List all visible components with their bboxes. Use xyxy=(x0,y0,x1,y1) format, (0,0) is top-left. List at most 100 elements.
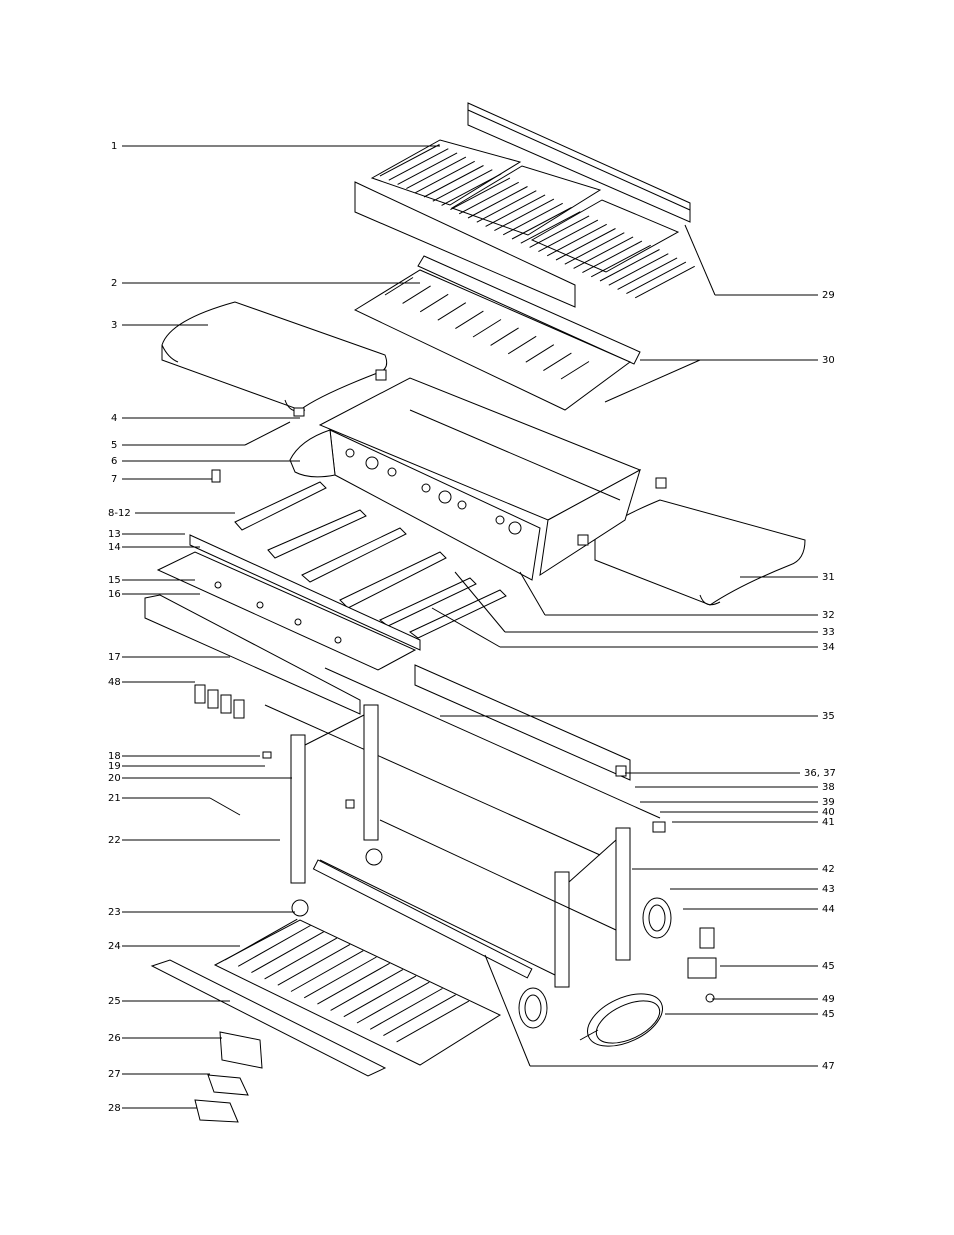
callout-41: 41 xyxy=(822,817,835,828)
hatch-line xyxy=(543,352,572,372)
callout-20: 20 xyxy=(108,773,121,784)
callout-30: 30 xyxy=(822,355,835,366)
hatch-line xyxy=(379,144,440,177)
control-knobs xyxy=(194,684,245,719)
front-trim xyxy=(144,594,361,715)
hatch-line xyxy=(450,177,511,211)
hatch-line xyxy=(264,937,338,980)
frame-legs xyxy=(290,704,631,988)
hatch-line xyxy=(317,962,390,1005)
callout-3: 3 xyxy=(111,320,117,331)
hatch-line xyxy=(529,215,590,248)
hatch-line xyxy=(538,219,599,253)
hatch-line xyxy=(437,302,467,321)
callout-labels-right: 29 30 31 32 33 34 35 36, 37 38 39 40 41 … xyxy=(804,290,836,1072)
hatch-line xyxy=(432,169,493,202)
hatch-line xyxy=(397,152,458,185)
hatch-line xyxy=(485,194,546,227)
hatch-line xyxy=(555,228,616,261)
catch-pans xyxy=(194,1031,263,1123)
bottom-shelf xyxy=(213,918,502,1066)
hatch-line xyxy=(388,148,449,181)
hatch-line xyxy=(423,165,484,198)
callout-25: 25 xyxy=(108,996,121,1007)
hatch-line xyxy=(507,335,537,355)
part-drawings xyxy=(144,102,806,1123)
hatch-line xyxy=(414,160,475,194)
flavorizer-bars xyxy=(353,255,641,411)
manifold xyxy=(189,534,421,651)
callout-44: 44 xyxy=(822,904,835,915)
hatch-line xyxy=(560,361,590,380)
hatch-line xyxy=(441,173,502,206)
hatch-line xyxy=(290,950,364,992)
hatch-line xyxy=(384,277,414,296)
hatch-line xyxy=(369,988,443,1030)
hatch-line xyxy=(494,198,555,232)
callout-47: 47 xyxy=(822,1061,835,1072)
callout-24: 24 xyxy=(108,941,121,952)
grease-tray xyxy=(150,959,387,1077)
callout-48: 48 xyxy=(108,677,121,688)
callout-7: 7 xyxy=(111,474,117,485)
callout-16: 16 xyxy=(108,589,121,600)
control-panel xyxy=(156,551,417,671)
callout-32: 32 xyxy=(822,610,835,621)
hatch-line xyxy=(564,232,625,265)
callout-34: 34 xyxy=(822,642,835,653)
hatch-line xyxy=(511,207,572,240)
hatch-line xyxy=(467,186,528,219)
callout-21: 21 xyxy=(108,793,121,804)
callout-33: 33 xyxy=(822,627,835,638)
hatch-line xyxy=(402,285,431,304)
hatch-line xyxy=(476,190,537,223)
burner-tubes xyxy=(234,481,507,639)
hatch-line xyxy=(224,918,298,961)
hatch-line xyxy=(617,257,678,290)
callout-38: 38 xyxy=(822,782,835,793)
warming-rack-plate xyxy=(467,102,691,223)
hatch-line xyxy=(383,994,456,1037)
callout-15: 15 xyxy=(108,575,121,586)
callout-35: 35 xyxy=(822,711,835,722)
hatch-line xyxy=(472,319,502,338)
hatch-line xyxy=(520,211,581,244)
hatch-line xyxy=(573,236,634,269)
hatch-line xyxy=(303,956,377,999)
grate-support-plate xyxy=(354,181,576,308)
hatch-line xyxy=(419,293,449,313)
callout-45b: 45 xyxy=(822,1009,835,1020)
hatch-line xyxy=(396,1000,470,1043)
leader-lines xyxy=(122,145,818,1109)
hatch-line xyxy=(502,202,563,236)
callout-6: 6 xyxy=(111,456,117,467)
hatch-line xyxy=(525,344,555,363)
hatch-line xyxy=(626,261,687,295)
callout-5: 5 xyxy=(111,440,117,451)
callout-22: 22 xyxy=(108,835,121,846)
hatch-line xyxy=(546,223,607,257)
callout-13: 13 xyxy=(108,529,121,540)
callout-19: 19 xyxy=(108,761,121,772)
callout-42: 42 xyxy=(822,864,835,875)
callout-28: 28 xyxy=(108,1103,121,1114)
callout-49: 49 xyxy=(822,994,835,1005)
cooking-grids xyxy=(370,139,695,299)
callout-43: 43 xyxy=(822,884,835,895)
left-side-shelf xyxy=(161,301,388,412)
hatch-line xyxy=(490,327,519,346)
callout-31: 31 xyxy=(822,572,835,583)
callout-2: 2 xyxy=(111,278,117,289)
callout-27: 27 xyxy=(108,1069,121,1080)
hatch-line xyxy=(343,975,417,1018)
callout-23: 23 xyxy=(108,907,121,918)
callout-39: 39 xyxy=(822,797,835,808)
callout-18: 18 xyxy=(108,751,121,762)
callout-29: 29 xyxy=(822,290,835,301)
hatch-line xyxy=(634,265,695,299)
hatch-line xyxy=(237,925,311,967)
callout-14: 14 xyxy=(108,542,121,553)
callout-36-37: 36, 37 xyxy=(804,768,836,779)
hatch-line xyxy=(599,249,660,282)
hatch-line xyxy=(608,253,669,286)
